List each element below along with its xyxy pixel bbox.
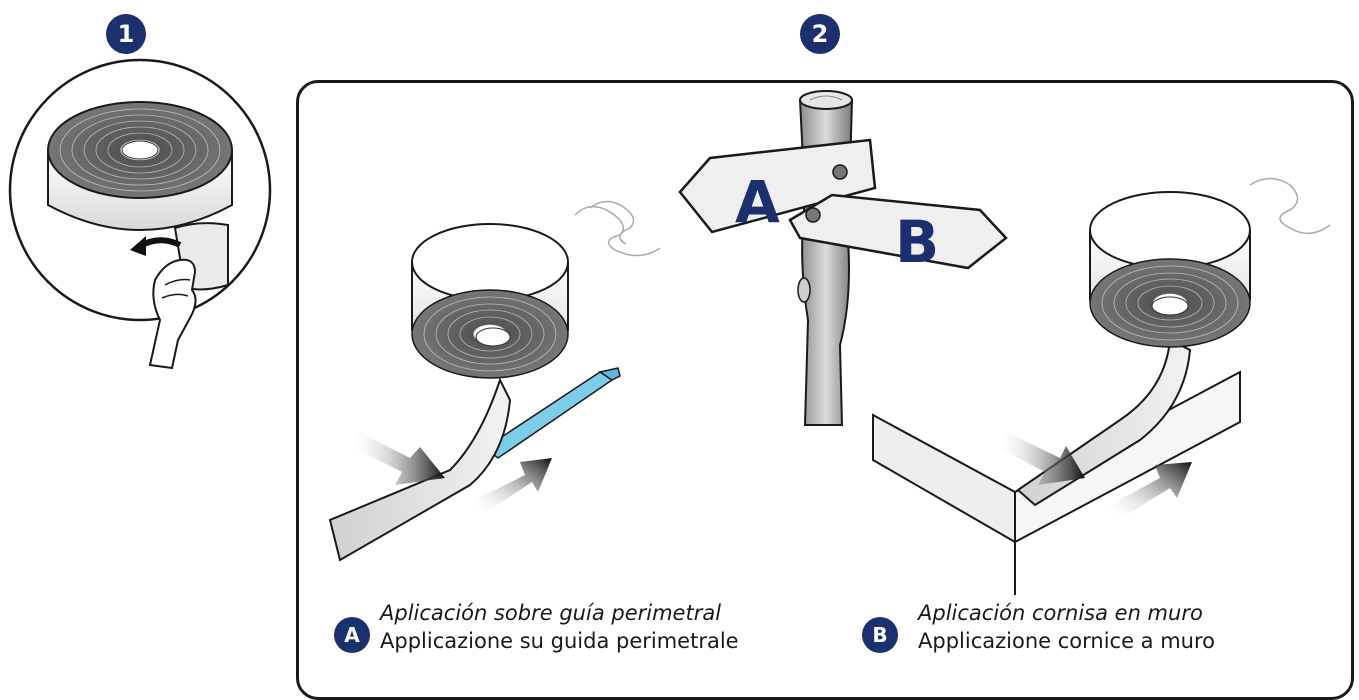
option-a-title-it: Applicazione su guida perimetrale [380,629,739,653]
option-b-illustration [872,177,1331,595]
option-b-badge: B [862,617,898,653]
option-b-caption: Aplicación cornisa en muro Applicazione … [918,599,1215,655]
sign-b [788,193,1008,270]
wall-left [872,413,1016,544]
option-b-title-es: Aplicación cornisa en muro [918,601,1203,625]
option-a-illustration [328,200,661,562]
step-2-badge: 2 [800,14,840,54]
sign-a-letter: A [735,168,780,236]
step-1-illustration [8,58,272,370]
option-a-title-es: Aplicación sobre guía perimetral [380,601,722,625]
option-a-caption: Aplicación sobre guía perimetral Applica… [380,599,739,655]
arrow-in-b-icon [995,430,1085,485]
hand-icon [148,258,197,370]
arrow-in-a-icon [348,430,445,485]
step-1-badge: 1 [106,14,146,54]
option-a-badge: A [334,617,370,653]
illustration: A B [8,58,1331,595]
option-b-title-it: Applicazione cornice a muro [918,629,1215,653]
sign-a [678,138,877,234]
arrow-out-a-icon [475,458,552,515]
peel-arrow-icon [130,236,146,256]
sign-b-letter: B [895,208,939,276]
arrow-out-b-icon [1110,462,1192,520]
tape-strip-a [328,377,512,562]
signpost [678,90,1008,426]
